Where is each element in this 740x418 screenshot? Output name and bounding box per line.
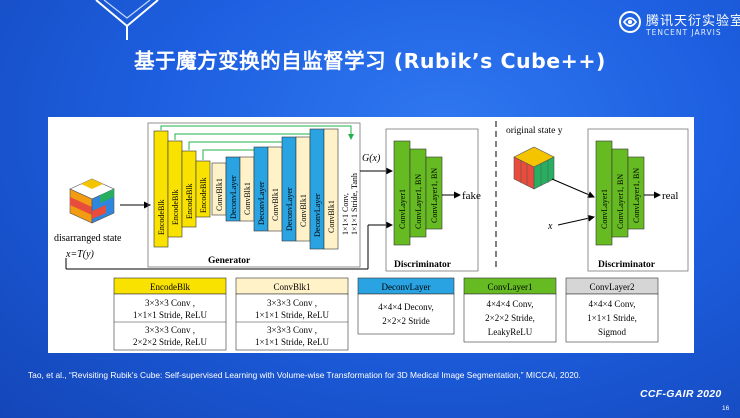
generator-blocks	[153, 128, 339, 250]
legend-title: ConvLayer1	[488, 282, 533, 292]
slide-title: 基于魔方变换的自监督学习 (Rubik’s Cube++)	[134, 49, 606, 73]
layer-label: ConvLayer1, BN	[430, 168, 439, 223]
ccf-gair-logo: CCF-GAIR 2020	[640, 388, 722, 400]
legend-convlayer1: ConvLayer1 4×4×4 Conv, 2×2×2 Stride, Lea…	[463, 277, 557, 343]
block-label: DeconvLayer	[257, 181, 266, 225]
block-label: ConvBlk1	[271, 188, 280, 221]
brand-name-cn: 腾讯天衍实验室	[646, 14, 740, 29]
block-label: EncodeBlk	[171, 189, 180, 225]
block-label: DeconvLayer	[313, 193, 322, 237]
layer-label: ConvLayer1, BN	[632, 168, 641, 223]
legend-line: 2×2×2 Stride	[382, 316, 429, 326]
page-number: 16	[722, 405, 730, 412]
generator-output-conv: 1×1×1 Conv, 1×1×1 Stride, Tanh	[341, 173, 359, 235]
legend-convblk1: ConvBlk1 3×3×3 Conv , 1×1×1 Stride, ReLU…	[235, 277, 349, 351]
disc1-labels: ConvLayer1 ConvLayer1, BN ConvLayer1, BN	[398, 168, 439, 229]
disarranged-cube-icon	[69, 178, 115, 224]
x-label: x	[547, 221, 553, 232]
original-state-label: original state y	[506, 126, 563, 136]
legend-line: Sigmod	[598, 327, 627, 337]
brand-name-en: TENCENT JARVIS	[646, 28, 722, 37]
layer-label: ConvLayer1, BN	[616, 174, 625, 229]
legend-line: LeakyReLU	[488, 327, 533, 337]
architecture-figure: disarranged state x=T(y) Generator	[48, 117, 694, 353]
input-formula: x=T(y)	[65, 249, 95, 260]
input-label: disarranged state	[54, 233, 122, 244]
legend-line: 4×4×4 Deconv,	[378, 302, 434, 312]
legend-line: 2×2×2 Stride, ReLU	[133, 337, 207, 347]
legend-line: 1×1×1 Stride, ReLU	[255, 310, 329, 320]
legend-line: 4×4×4 Conv,	[486, 299, 533, 309]
legend-title: EncodeBlk	[150, 282, 190, 292]
legend-encodeblk: EncodeBlk 3×3×3 Conv , 1×1×1 Stride, ReL…	[113, 277, 227, 351]
block-label: EncodeBlk	[185, 183, 194, 219]
legend-line: 1×1×1 Stride,	[587, 313, 637, 323]
cube-outline-icon	[95, 0, 159, 40]
generator-block-labels: EncodeBlk EncodeBlk EncodeBlk EncodeBlk …	[157, 175, 336, 237]
architecture-diagram: disarranged state x=T(y) Generator	[54, 121, 689, 351]
legend-line: 3×3×3 Conv ,	[267, 298, 317, 308]
gx-label: G(x)	[362, 153, 381, 164]
block-label: EncodeBlk	[157, 199, 166, 235]
legend-line: 3×3×3 Conv ,	[267, 325, 317, 335]
block-label: DeconvLayer	[285, 187, 294, 231]
legend-line: 2×2×2 Stride,	[485, 313, 535, 323]
output-conv-label: 1×1×1 Conv,	[341, 193, 350, 235]
legend-line: 4×4×4 Conv,	[588, 299, 635, 309]
block-label: ConvBlk1	[327, 200, 336, 233]
block-label: ConvBlk1	[243, 182, 252, 215]
legend-title: ConvLayer2	[590, 282, 635, 292]
output-conv-label: 1×1×1 Stride, Tanh	[350, 173, 359, 235]
layer-label: ConvLayer1	[600, 189, 609, 229]
block-encode-4	[195, 160, 211, 218]
block-convblk-5	[323, 128, 339, 250]
legend-title: ConvBlk1	[273, 282, 310, 292]
legend-title: DeconvLayer	[382, 282, 431, 292]
legend-line: 3×3×3 Conv ,	[145, 298, 195, 308]
block-label: EncodeBlk	[199, 177, 208, 213]
fake-label: fake	[462, 190, 481, 202]
block-label: ConvBlk1	[215, 178, 224, 211]
layer-label: ConvLayer1	[398, 189, 407, 229]
disc2-layer-3	[627, 156, 645, 230]
brand: 腾讯天衍实验室 TENCENT JARVIS	[618, 8, 740, 42]
legend-convlayer2: ConvLayer2 4×4×4 Conv, 1×1×1 Stride, Sig…	[565, 277, 659, 343]
discriminator2-label: Discriminator	[598, 260, 656, 270]
disc1-layer-3	[425, 156, 443, 230]
legend-deconvlayer: DeconvLayer 4×4×4 Deconv, 2×2×2 Stride	[357, 277, 455, 335]
legend-line: 3×3×3 Conv ,	[145, 325, 195, 335]
layer-label: ConvLayer1, BN	[414, 174, 423, 229]
real-label: real	[662, 190, 678, 202]
discriminator1-label: Discriminator	[394, 260, 452, 270]
block-label: DeconvLayer	[229, 175, 238, 219]
citation-caption: Tao, et al., “Revisiting Rubik’s Cube: S…	[28, 370, 581, 380]
tencent-jarvis-logo-icon	[619, 11, 641, 33]
original-cube-icon	[513, 146, 555, 190]
disc2-labels: ConvLayer1 ConvLayer1, BN ConvLayer1, BN	[600, 168, 641, 229]
legend-line: 1×1×1 Stride, ReLU	[133, 310, 207, 320]
legend-line: 1×1×1 Stride, ReLU	[255, 337, 329, 347]
generator-label: Generator	[208, 256, 251, 266]
block-label: ConvBlk1	[299, 194, 308, 227]
